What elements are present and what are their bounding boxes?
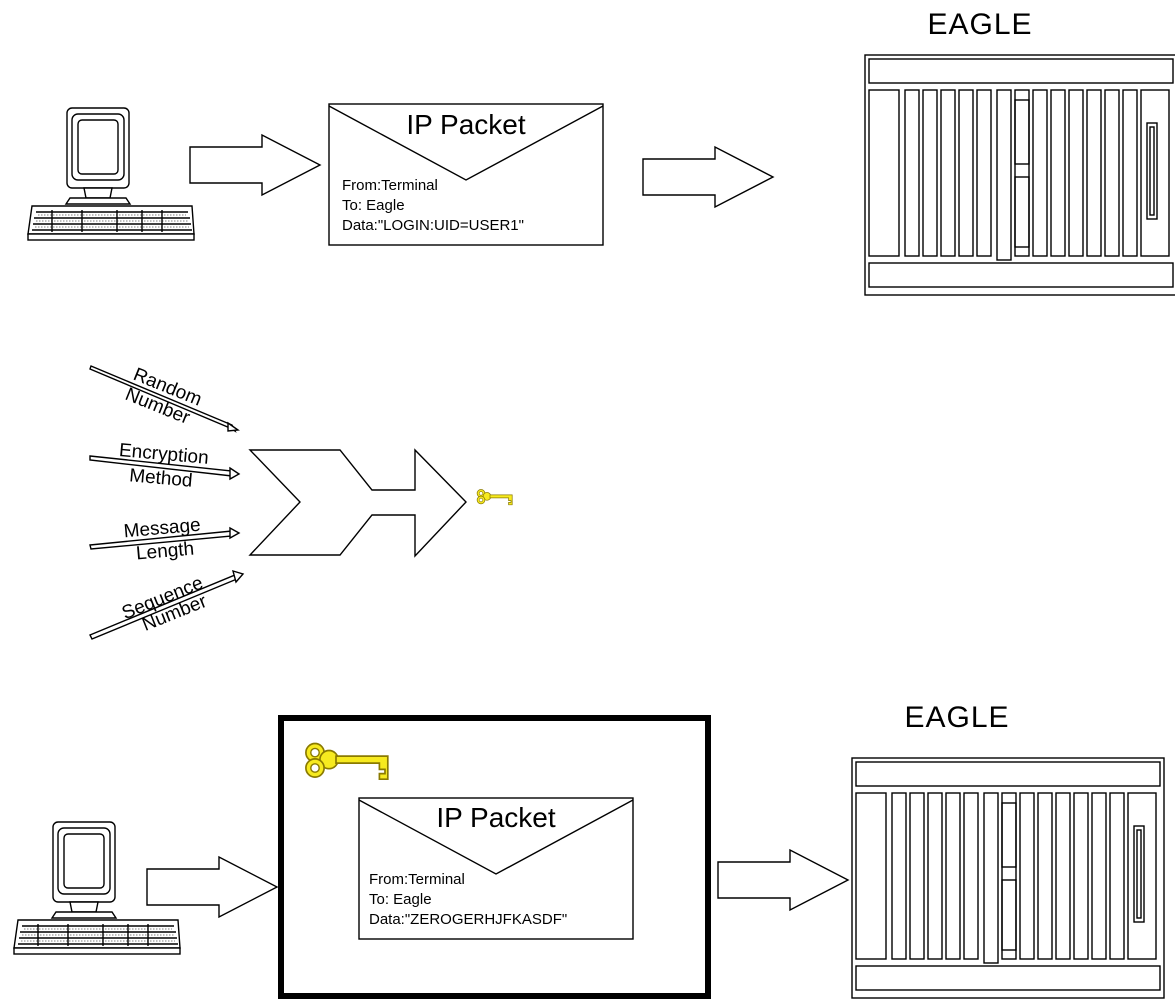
bottom-ip-packet: IP Packet From:Terminal To: Eagle Data:"… (358, 797, 634, 940)
input-label-line2: Length (135, 539, 195, 565)
input-arrow-icon (89, 455, 241, 481)
bottom-packet-data: Data:"ZEROGERHJFKASDF" (369, 911, 567, 928)
input-sequence-number: Sequence Number (89, 569, 245, 640)
bottom-arrow-to-wrapper (146, 856, 278, 918)
top-packet-to: To: Eagle (342, 197, 405, 214)
top-ip-packet: IP Packet From:Terminal To: Eagle Data:"… (328, 103, 604, 246)
bottom-packet-from: From:Terminal (369, 871, 465, 888)
top-arrow-to-packet (189, 134, 321, 196)
bottom-eagle-server-icon (851, 757, 1165, 999)
generated-key-icon (476, 489, 513, 506)
top-packet-data: Data:"LOGIN:UID=USER1" (342, 217, 524, 234)
bottom-packet-title: IP Packet (436, 802, 556, 833)
top-packet-title: IP Packet (406, 109, 526, 140)
encrypted-wrapper: IP Packet From:Terminal To: Eagle Data:"… (278, 715, 711, 999)
input-random-number: Random Number (89, 364, 240, 433)
bottom-arrow-to-server (717, 849, 849, 911)
top-packet-from: From:Terminal (342, 177, 438, 194)
top-server-label: EAGLE (927, 8, 1032, 41)
top-eagle-server-icon (864, 54, 1175, 296)
top-computer-icon (27, 107, 195, 241)
top-arrow-to-server (642, 146, 774, 208)
input-arrow-icon (89, 526, 241, 550)
bottom-packet-to: To: Eagle (369, 891, 432, 908)
input-arrow-icon (89, 569, 245, 640)
combiner-arrow (248, 448, 467, 558)
bottom-server-label: EAGLE (904, 701, 1009, 734)
input-message-length: Message Length (89, 515, 241, 565)
input-arrow-icon (89, 365, 240, 433)
input-encryption-method: Encryption Method (89, 440, 241, 492)
input-label-line2: Method (128, 465, 193, 491)
